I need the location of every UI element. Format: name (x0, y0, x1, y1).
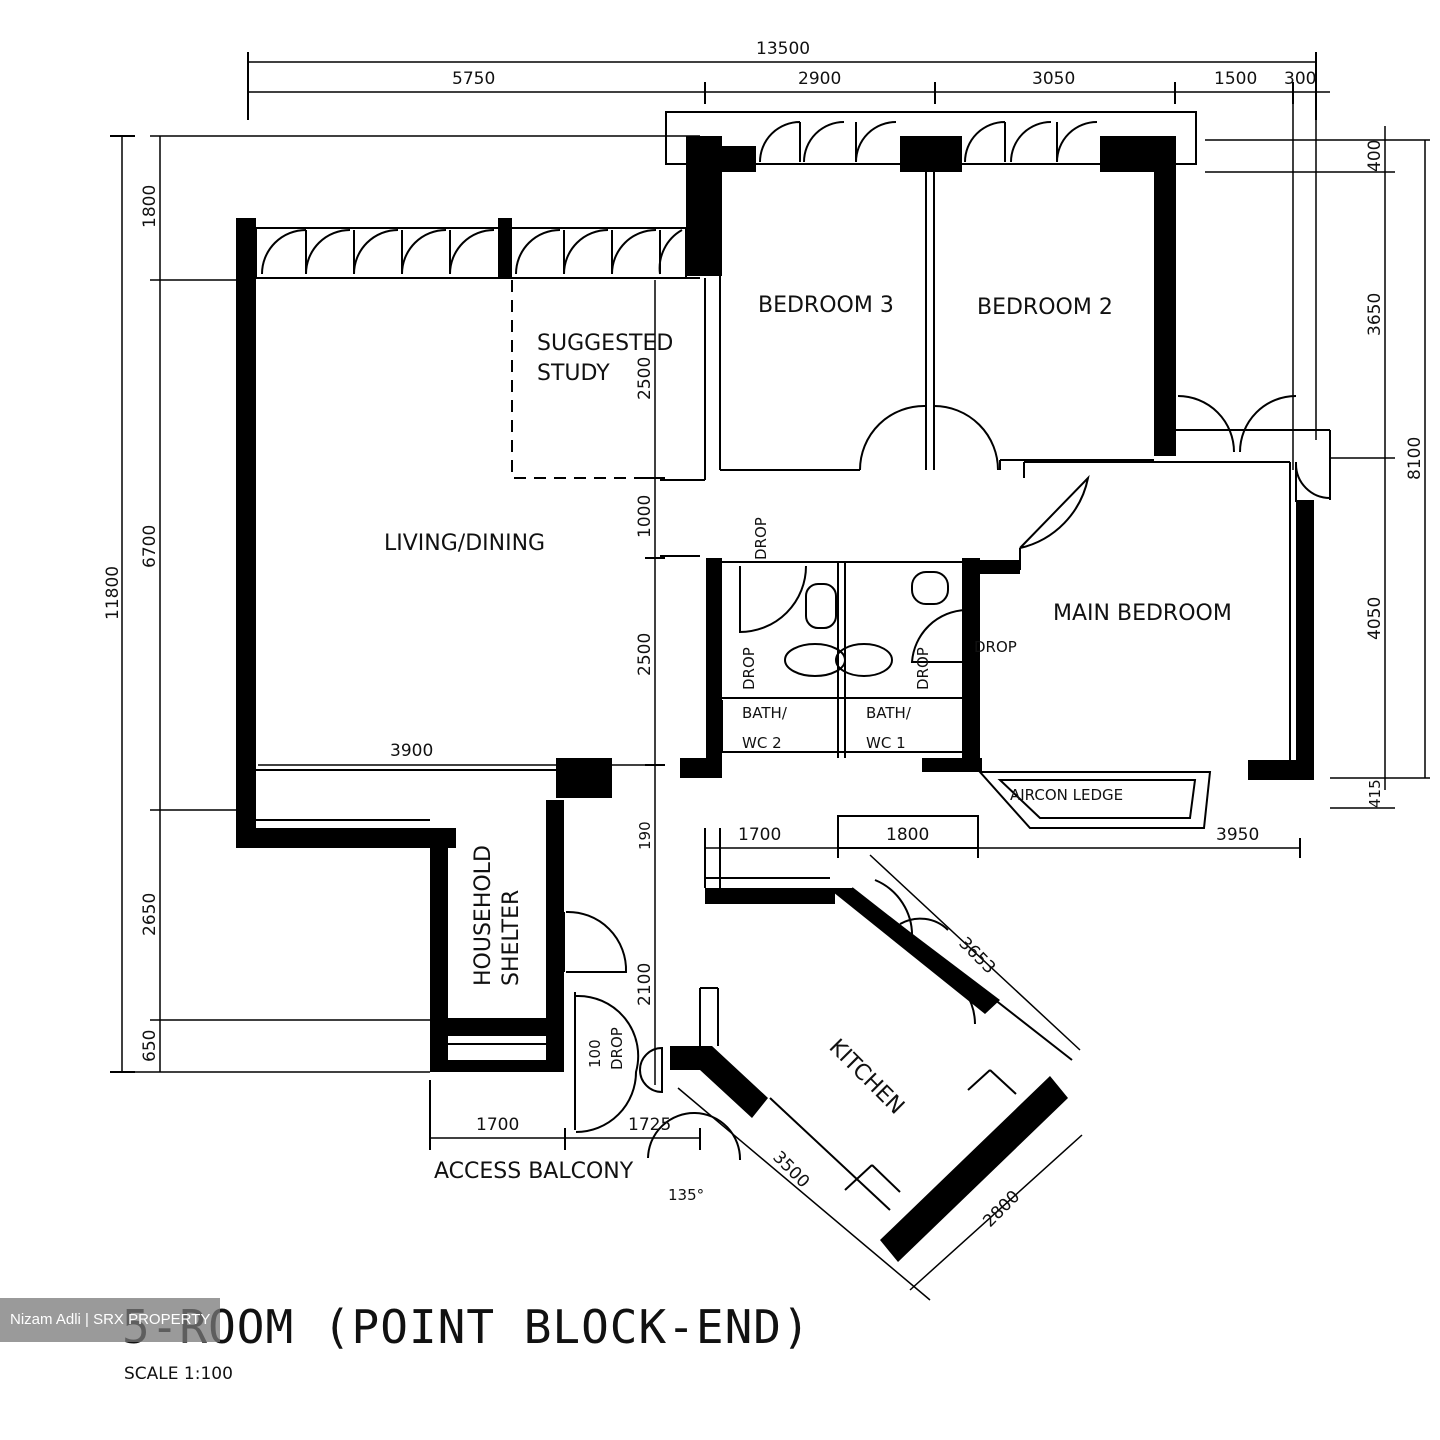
bath1-label-line2: WC 1 (866, 734, 906, 752)
dim-corridor: 1000 (635, 495, 655, 538)
bath2-label-line1: BATH/ (742, 704, 788, 722)
dim-top-5: 300 (1284, 69, 1316, 89)
shelter-label-line1: HOUSEHOLD (471, 845, 496, 986)
study-outline (511, 280, 655, 479)
dim-living-width: 3900 (390, 741, 433, 761)
dim-bath-height: 2500 (635, 633, 655, 676)
windows (261, 121, 1331, 502)
partitions (255, 111, 1331, 1211)
watermark: Nizam Adli | SRX PROPERTY (0, 1298, 221, 1342)
dim-mid-3950: 3950 (1216, 825, 1259, 845)
dim-right-1: 400 (1365, 140, 1385, 172)
dim-top-4: 1500 (1214, 69, 1257, 89)
dim-gap-190: 190 (636, 821, 654, 850)
room-labels: BEDROOM 3 BEDROOM 2 SUGGESTED STUDY LIVI… (384, 293, 1232, 1184)
dim-mid-1700: 1700 (738, 825, 781, 845)
dim-right-4: 415 (1366, 779, 1384, 808)
dim-study-height: 2500 (635, 357, 655, 400)
dim-top-1: 5750 (452, 69, 495, 89)
plan-title: 5-ROOM (POINT BLOCK-END) (122, 1300, 811, 1354)
dim-right-3: 4050 (1365, 597, 1385, 640)
study-label-line2: STUDY (537, 361, 610, 386)
bedroom-3-label: BEDROOM 3 (758, 293, 894, 318)
dim-top-2: 2900 (798, 69, 841, 89)
wc2-toilet-icon (784, 643, 846, 677)
dim-right-total: 8100 (1405, 437, 1425, 480)
aircon-ledge-label: AIRCON LEDGE (1010, 786, 1123, 804)
wc1-toilet-icon (835, 643, 893, 677)
study-label-line1: SUGGESTED (537, 331, 673, 356)
dim-left-total: 11800 (103, 566, 123, 620)
bath2-label-line2: WC 2 (742, 734, 782, 752)
living-dining-label: LIVING/DINING (384, 531, 545, 556)
dim-left-3: 2650 (140, 893, 160, 936)
dim-left-2: 6700 (140, 525, 160, 568)
drop-label-4: DROP (974, 638, 1017, 656)
plan-scale: SCALE 1:100 (124, 1364, 233, 1384)
kitchen-label: KITCHEN (824, 1035, 909, 1120)
dimension-texts: 13500 5750 2900 3050 1500 300 11800 1800… (103, 39, 1425, 1232)
dim-left-4: 650 (140, 1030, 160, 1062)
doors (565, 404, 1090, 1161)
angle-label: 135° (668, 1186, 704, 1204)
dimension-lines (110, 52, 1430, 1301)
dim-left-1: 1800 (140, 185, 160, 228)
shelter-label-line2: SHELTER (499, 890, 524, 986)
dim-mid-1800: 1800 (886, 825, 929, 845)
access-balcony-label: ACCESS BALCONY (434, 1159, 634, 1184)
dim-top-3: 3050 (1032, 69, 1075, 89)
drop-label-5: DROP (608, 1027, 626, 1070)
bath1-label-line1: BATH/ (866, 704, 912, 722)
drop-label-1: DROP (752, 517, 770, 560)
dim-bottom-1700: 1700 (476, 1115, 519, 1135)
dim-top-total: 13500 (756, 39, 810, 59)
dim-door-2100: 2100 (635, 963, 655, 1006)
fixtures (721, 571, 949, 752)
drop-label-3: DROP (914, 647, 932, 690)
annotations: DROP DROP DROP DROP DROP 100 135° (586, 517, 1017, 1204)
drop-label-2: DROP (740, 647, 758, 690)
bedroom-2-label: BEDROOM 2 (977, 295, 1113, 320)
drop-100-label: 100 (586, 1039, 604, 1068)
dim-right-2: 3650 (1365, 293, 1385, 336)
walls (236, 136, 1314, 1262)
main-bedroom-label: MAIN BEDROOM (1053, 601, 1232, 626)
dim-bottom-1725: 1725 (628, 1115, 671, 1135)
